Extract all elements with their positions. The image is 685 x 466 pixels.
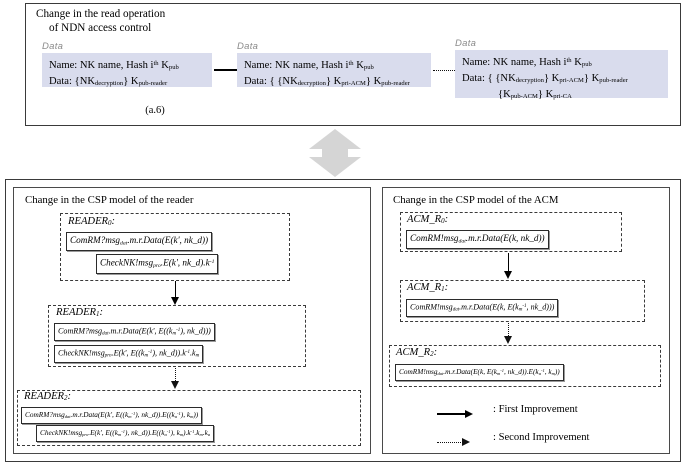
reader2-checknk-formula: CheckNK!msgpro.E(k', E((km-1), nk_d)).E(…: [36, 425, 215, 443]
data-box-second-data-row: Data: { {NKdecryption} Kpri-ACM} Kpub-re…: [462, 72, 628, 85]
arrow-first-improvement-reader: [171, 281, 180, 305]
reader2-comrm-formula: ComRM?msgdat.m.r.Data(E(k', E((km-1), nk…: [21, 407, 203, 425]
reader0-checknk-formula: CheckNK!msgpro.E(k', nk_d).k-1: [96, 254, 219, 274]
data-box-original: Name: NK name, Hash ith Kpub Data: {NKde…: [42, 53, 212, 87]
acm-r0-label: ACM_R0:: [407, 214, 449, 226]
data-label-stage2: Data: [237, 41, 259, 52]
data-box-second-name-row: Name: NK name, Hash ith Kpub: [462, 56, 592, 68]
acm-r1-label: ACM_R1:: [407, 282, 449, 294]
data-box-first-name-row: Name: NK name, Hash ith Kpub: [244, 59, 374, 71]
acm-r0-formula: ComRM!msgdat.m.r.Data(E(k, nk_d)): [406, 230, 549, 250]
reader0-comrm-formula: ComRM?msgdat.m.r.Data(E(k', nk_d)): [66, 232, 213, 252]
top-panel-caption: (a.6): [145, 105, 165, 116]
data-label-stage1: Data: [42, 41, 64, 52]
reader1-checknk-formula: CheckNK!msgpro.E(k', E((km-1), nk_d)).k-…: [54, 345, 204, 364]
reader1-label: READER1:: [56, 307, 104, 319]
acm-panel-title: Change in the CSP model of the ACM: [393, 194, 559, 206]
legend-first-improvement-label: : First Improvement: [493, 404, 578, 415]
arrow-first-improvement-acm: [504, 253, 513, 279]
acm-r2-formula: ComRM!msgdat.m.r.Data(E(k, E(km-1, nk_d)…: [395, 364, 564, 382]
legend-second-improvement-label: : Second Improvement: [493, 432, 590, 443]
acm-r1-formula: ComRM!msgdat.m.r.Data(E(k, E(km-1, nk_d)…: [406, 299, 559, 318]
arrow-second-improvement-acm: [504, 323, 513, 345]
reader2-label: READER2:: [24, 391, 72, 403]
data-box-first-improvement: Name: NK name, Hash ith Kpub Data: { {NK…: [237, 53, 431, 87]
data-box-first-data-row: Data: { {NKdecryption} Kpri-ACM} Kpub-re…: [244, 75, 410, 88]
top-panel-title-line2: of NDN access control: [49, 22, 152, 34]
reader1-comrm-formula: ComRM?msgdat.m.r.Data(E(k', E((km-1), nk…: [54, 323, 215, 342]
legend-dotted-arrow-icon: [437, 438, 475, 446]
legend-solid-arrow-icon: [437, 410, 475, 418]
data-box-second-improvement: Name: NK name, Hash ith Kpub Data: { {NK…: [455, 50, 668, 100]
top-panel-title-line1: Change in the read operation: [36, 8, 166, 20]
reader-panel-title: Change in the CSP model of the reader: [25, 194, 194, 206]
top-panel-title: Change in the read operation of NDN acce…: [36, 7, 336, 35]
data-box-second-data-row2: {Kpub-ACM} Kpri-CA: [498, 89, 572, 101]
data-label-stage3: Data: [455, 38, 477, 49]
reader0-label: READER0:: [68, 216, 116, 228]
double-headed-arrow-icon: [303, 129, 367, 177]
data-box-original-name-row: Name: NK name, Hash ith Kpub: [49, 59, 179, 71]
data-box-original-data-row: Data: {NKdecryption} Kpub-reader: [49, 75, 168, 88]
acm-r2-label: ACM_R2:: [396, 347, 438, 359]
arrow-second-improvement-reader: [171, 368, 180, 390]
